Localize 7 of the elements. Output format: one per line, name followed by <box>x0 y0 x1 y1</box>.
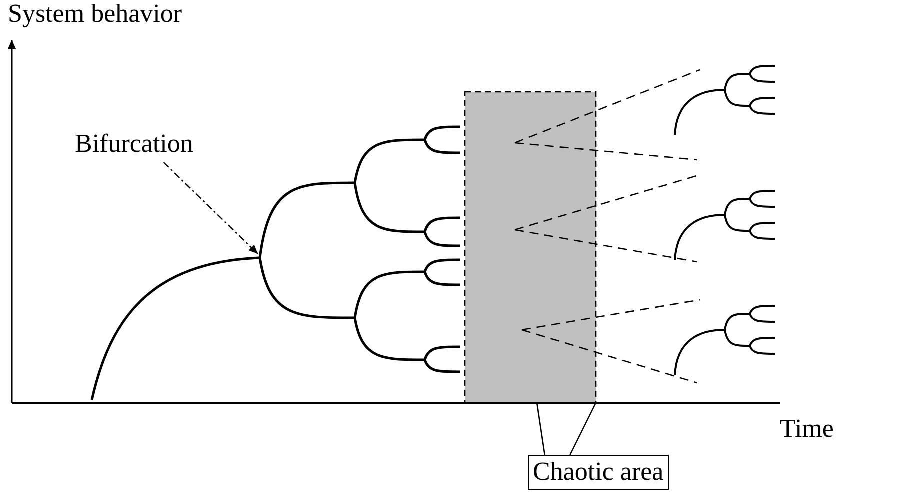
leader-line <box>163 162 258 254</box>
axis-title: Time <box>780 415 834 444</box>
axis-title: System behavior <box>8 0 182 29</box>
annotation-text: Bifurcation <box>75 130 194 159</box>
callout-box: Chaotic area <box>528 455 669 490</box>
chaotic-region <box>464 91 597 404</box>
callout-pointer <box>536 402 597 456</box>
